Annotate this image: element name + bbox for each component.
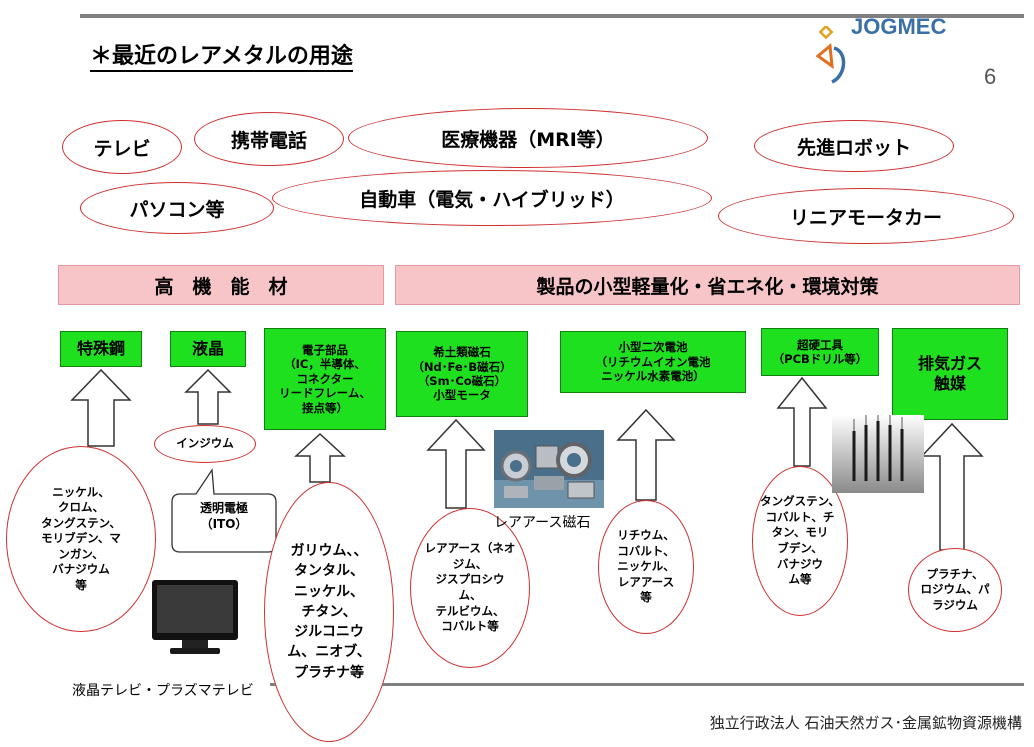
- use-car: 自動車（電気・ハイブリッド）: [272, 170, 712, 226]
- product-magnet: 希土類磁石 （Nd･Fe･B磁石） （Sm･Co磁石） 小型モータ: [396, 331, 528, 417]
- category-high-function: 高 機 能 材: [58, 265, 384, 305]
- use-linear-motor: リニアモータカー: [718, 188, 1014, 244]
- use-mobile: 携帯電話: [194, 112, 344, 166]
- arrow-catalyst: [920, 422, 984, 551]
- ito-callout-text: 透明電極 （ITO）: [199, 501, 248, 532]
- product-electronics: 電子部品 （IC，半導体、 コネクター リードフレーム、 接点等）: [264, 328, 386, 430]
- rare-earth-magnet-image: [494, 430, 604, 508]
- product-special-steel: 特殊鋼: [60, 331, 142, 367]
- arrow-electronics: [294, 432, 346, 483]
- category-downsizing: 製品の小型軽量化・省エネ化・環境対策: [395, 265, 1020, 305]
- product-battery: 小型二次電池 （リチウムイオン電池 ニッケル水素電池）: [560, 331, 746, 393]
- metals-electronics: ガリウム、、 タンタル、 ニッケル、 チタン、 ジルコニウ ム、ニオブ、 プラチ…: [264, 482, 394, 742]
- jogmec-logo-text: JOGMEC: [851, 14, 947, 39]
- magnet-caption: レアアース磁石: [494, 515, 591, 531]
- product-carbide-tool: 超硬工具 （PCBドリル等）: [761, 328, 879, 376]
- product-exhaust-catalyst: 排気ガス 触媒: [892, 328, 1008, 420]
- page-number: 6: [984, 64, 997, 89]
- use-tv: テレビ: [62, 120, 182, 174]
- metals-catalyst: プラチナ、 ロジウム、パ ラジウム: [908, 548, 1002, 632]
- drill-bits-image: [832, 415, 924, 493]
- arrow-magnet: [426, 418, 486, 509]
- product-lcd: 液晶: [170, 331, 246, 367]
- tv-caption: 液晶テレビ・プラズマテレビ: [72, 683, 254, 699]
- arrow-steel: [70, 368, 132, 447]
- metals-steel: ニッケル、 クロム、 タングステン、 モリブデン、マ ンガン、 バナジウム 等: [6, 446, 156, 632]
- metals-magnet: レアアース（ネオ ジム、 ジスプロシウ ム、 テルビウム、 コバルト等: [410, 508, 530, 668]
- use-robot: 先進ロボット: [754, 120, 954, 172]
- metals-lcd: インジウム: [154, 425, 256, 463]
- metals-battery: リチウム、 コバルト、 ニッケル、 レアアース 等: [598, 500, 694, 634]
- use-pc: パソコン等: [80, 182, 274, 234]
- arrow-battery: [616, 408, 676, 501]
- footer-organization: 独立行政法人 石油天然ガス･金属鉱物資源機構: [709, 714, 1022, 732]
- lcd-tv-image: [152, 580, 238, 654]
- arrow-tool: [776, 376, 828, 467]
- use-medical: 医療機器（MRI等）: [348, 108, 708, 168]
- bottom-rule: [270, 683, 1024, 686]
- page-title: ＊最近のレアメタルの用途: [90, 44, 353, 72]
- jogmec-logo-icon: [815, 26, 846, 84]
- arrow-lcd: [184, 368, 232, 425]
- top-rule: [80, 14, 1024, 18]
